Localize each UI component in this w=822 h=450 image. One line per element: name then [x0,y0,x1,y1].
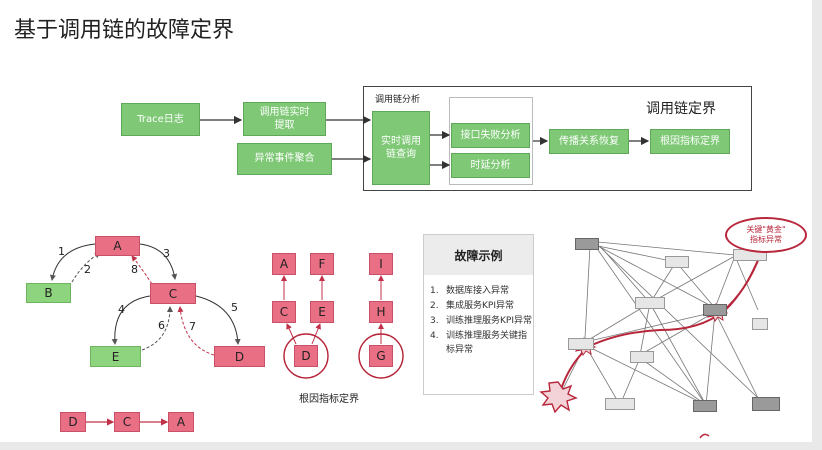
graph-node-d: D [214,346,265,367]
graph-node-e: E [90,346,141,367]
interface-failure-node: 接口失败分析 [451,123,530,148]
chain-node-c: C [114,412,140,432]
fault-propagation-path [559,249,763,393]
fault-example-title: 故障示例 [424,235,533,275]
service-node [575,238,599,250]
golden-metric-callout: 关键"黄金" 指标异常 [725,217,807,253]
graph-node-b: B [26,283,71,303]
root-cause-caption: 根因指标定界 [299,394,359,405]
fault-burst-main [539,381,578,414]
edge-label-3: 3 [163,247,170,260]
service-node [568,338,594,350]
edge-4 [111,295,151,345]
root-node-i: I [369,253,393,275]
edge-6 [141,306,173,351]
topology-edges [559,241,759,406]
page-title: 基于调用链的故障定界 [14,18,235,43]
list-item: 4.训练推理服务关键指标异常 [430,330,528,355]
circle-g [358,333,404,379]
edge-label-7: 7 [189,320,196,333]
propagation-node: 传播关系恢复 [549,129,629,154]
root-node-f: F [310,253,334,275]
edge-5 [195,295,241,345]
realtime-query-node: 实时调用 链查询 [372,111,430,185]
call-chain-extract-node: 调用链实时 提取 [243,102,326,136]
service-node [635,297,665,309]
slide: 基于调用链的故障定界 调用链定界 调用链分析 Trace日志 调用链实时 提取 … [0,0,812,442]
latency-node: 时延分析 [451,153,530,178]
edge-label-5: 5 [231,301,238,314]
chain-node-d: D [60,412,86,432]
service-node [752,397,780,411]
fault-example-list: 1.数据库接入异常 2.集成服务KPI异常 3.训练推理服务KPI异常 4.训练… [430,285,532,359]
abnormal-event-node: 异常事件聚合 [237,143,332,175]
root-cause-node: 根因指标定界 [650,129,730,154]
service-node [693,400,717,412]
edge-1 [49,243,96,281]
edge-8 [131,255,153,285]
root-node-a: A [272,253,296,275]
edge-7 [177,306,215,356]
analysis-group-box [449,97,533,185]
service-node [605,398,635,410]
trace-log-node: Trace日志 [121,103,200,136]
list-item: 1.数据库接入异常 [430,286,510,296]
service-node [665,256,689,268]
diagram-connectors [49,115,763,439]
edge-label-4: 4 [118,303,125,316]
root-node-e: E [310,301,334,323]
service-node [630,351,654,363]
edge-label-8: 8 [131,263,138,276]
graph-node-a: A [95,236,140,256]
fault-example-box: 故障示例 1.数据库接入异常 2.集成服务KPI异常 3.训练推理服务KPI异常… [423,234,534,395]
edge-3 [139,243,178,280]
service-node [752,318,768,330]
root-node-h: H [369,301,393,323]
root-node-g: G [369,345,393,367]
edge-label-2: 2 [84,263,91,276]
root-node-d: D [294,345,318,367]
edge-label-1: 1 [58,245,65,258]
root-node-c: C [272,301,296,323]
graph-node-c: C [150,283,196,304]
chain-node-a: A [168,412,194,432]
edge-label-6: 6 [158,319,165,332]
panel-title: 调用链定界 [646,101,716,117]
service-node [703,304,727,316]
circle-d [283,333,329,379]
call-chain-analysis-label: 调用链分析 [375,95,421,105]
list-item: 2.集成服务KPI异常 [430,300,514,311]
list-item: 3.训练推理服务KPI异常 [430,315,532,326]
